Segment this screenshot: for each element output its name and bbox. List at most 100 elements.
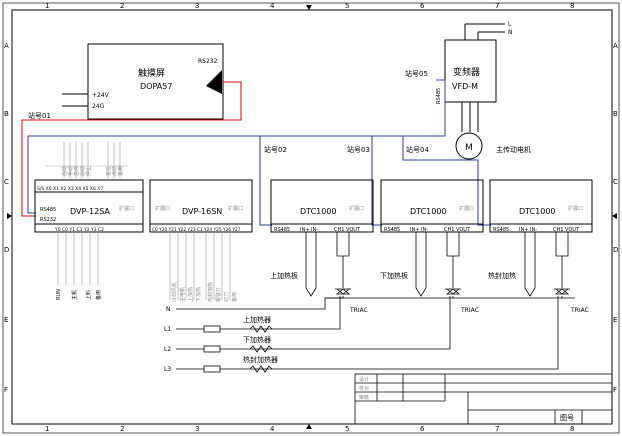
plc-box: [34, 179, 144, 233]
title-row-3: 审核: [359, 394, 369, 401]
row-e: E: [4, 316, 8, 324]
dtc2-ext: 扩展口: [459, 205, 474, 212]
dtc1-rs485: RS485: [274, 227, 290, 233]
rs485-bus: [27, 79, 491, 226]
station-03-label: 站号03: [347, 145, 370, 154]
dtc3-out: CH1 VOUT: [553, 227, 580, 233]
drawing-number-label: 图号: [560, 414, 574, 422]
motor-icon: [455, 132, 483, 160]
plc-top-pins: S/S X0 X1 X2 X3 X4 X5 X6 X7: [37, 186, 103, 192]
dtc2-out: CH1 VOUT: [444, 227, 471, 233]
dtc2-rs485: RS485: [384, 227, 400, 233]
ext-left: 扩展口: [155, 205, 170, 212]
station-01-label: 站号01: [28, 111, 51, 120]
row-f: F: [4, 386, 8, 394]
plc-rs485: RS485: [40, 207, 56, 213]
dtc3-title: DTC1000: [519, 207, 556, 216]
dtc1-in: IN+ IN-: [300, 227, 318, 233]
ext-pins: C0 Y20 Y21 Y22 Y23 C1 Y24 Y25 Y26 Y27: [152, 227, 241, 233]
station-02-label: 站号02: [264, 145, 287, 154]
dtc3-in: IN+ IN-: [519, 227, 537, 233]
ext-output-4: 热封加热: [207, 282, 214, 302]
col-1b: 1: [45, 425, 49, 433]
ext-title: DVP-16SN: [182, 207, 222, 216]
ext-right: 扩展口: [228, 205, 243, 212]
fuses: [203, 325, 221, 373]
plc-input-wires: [46, 142, 128, 180]
line-l2: [176, 296, 451, 350]
power-lines: [176, 296, 575, 370]
plc-title: DVP-12SA: [70, 207, 110, 216]
touch-screen-model: DOPA57: [140, 82, 172, 91]
triac-1-ctrl: [336, 232, 350, 257]
plc-bottom-pins: Y0 C0 Y1 C1 Y2 Y3 C2: [54, 227, 104, 233]
row-e-r: E: [613, 316, 617, 324]
plc-input-7: 备用: [117, 166, 124, 176]
dtc1-out: CH1 VOUT: [334, 227, 361, 233]
triac-2-ctrl: [446, 232, 460, 257]
dtc1-ext: 扩展口: [349, 205, 364, 212]
ext-module-dvp16sn: DVP-16SN 扩展口 扩展口 C0 Y20 Y21 Y22 Y23 C1 Y…: [149, 179, 253, 302]
vfd-model: VFD-M: [452, 82, 478, 91]
plc-output-0: RUN: [56, 289, 62, 300]
col-8b: 8: [570, 425, 574, 433]
vfd-title: 变频器: [453, 66, 480, 78]
column-markers-bottom: 1 2 3 4 5 6 7 8: [45, 425, 574, 433]
triac-3-label: TRIAC: [570, 307, 589, 314]
plc-input-5: 复位: [105, 166, 112, 176]
plc-input-3: 启动: [79, 166, 86, 176]
dtc2-title: DTC1000: [410, 207, 447, 216]
plc-ext: 扩展口: [119, 205, 134, 212]
col-4b: 4: [270, 425, 275, 433]
rs232-connector-icon: [206, 70, 222, 94]
plc-input-4: 停止: [85, 166, 92, 176]
fuse-l3-icon: [203, 365, 221, 373]
station-05-label: 站号05: [405, 69, 428, 78]
dtc-controller-1: DTC1000 扩展口 RS485 IN+ IN- CH1 VOUT: [270, 179, 374, 233]
inner-frame: [11, 9, 613, 425]
plc-output-wires: [57, 232, 99, 286]
label-l2: L2: [164, 346, 171, 353]
ext-output-5: 报警灯: [215, 287, 222, 302]
col-5b: 5: [345, 425, 349, 433]
col-3: 3: [195, 2, 199, 10]
vfd-port: RS485: [436, 88, 442, 104]
sensor-3-label: 热封加热: [488, 271, 516, 280]
column-markers-top: 1 2 3 4 5 6 7 8: [45, 2, 574, 10]
row-d-r: D: [613, 246, 618, 254]
row-f-r: F: [613, 386, 617, 394]
sensor-3-loop: [524, 232, 536, 297]
triac-3-ctrl: [555, 232, 569, 257]
triac-3-icon: [554, 288, 570, 295]
title-row-2: 校对: [359, 385, 369, 392]
bus-to-dtc1: [259, 136, 272, 226]
dtc3-ext: 扩展口: [568, 205, 583, 212]
col-7b: 7: [495, 425, 499, 433]
vfd-l-label: L: [508, 21, 512, 28]
plc-input-2: 急停: [73, 166, 80, 176]
plc-input-labels: 自动 手动 急停 启动 停止 复位 点动 备用: [61, 166, 124, 176]
touch-screen-port: RS232: [198, 58, 218, 65]
triac-2-label: TRIAC: [460, 307, 479, 314]
triac-1-icon: [335, 288, 351, 295]
plc-output-4: 备用: [95, 290, 102, 300]
vfd: 变频器 VFD-M RS485 L N M 主传动电机 站号05: [405, 21, 531, 160]
motor-label: 主传动电机: [496, 145, 531, 154]
ext-output-7: 备用: [231, 292, 238, 302]
dtc3-rs485: RS485: [493, 227, 509, 233]
fuse-l2-icon: [203, 345, 221, 353]
ext-output-labels: 冷却风机 主电机 上加热 下加热 热封加热 报警灯 切刀 备用: [171, 282, 238, 302]
plc-input-0: 自动: [61, 166, 68, 176]
rs232-cable: [21, 81, 242, 217]
line-l3: [176, 296, 559, 370]
line-l1: [176, 296, 341, 330]
row-a: A: [4, 42, 9, 50]
title-block: [354, 373, 613, 425]
touch-screen-title: 触摸屏: [138, 67, 165, 79]
bus-to-vfd: [27, 79, 446, 214]
dtc1-title: DTC1000: [300, 207, 337, 216]
row-a-r: A: [613, 42, 618, 50]
heater-2-label: 下加热器: [243, 335, 271, 344]
dtc1-box: [270, 179, 374, 233]
